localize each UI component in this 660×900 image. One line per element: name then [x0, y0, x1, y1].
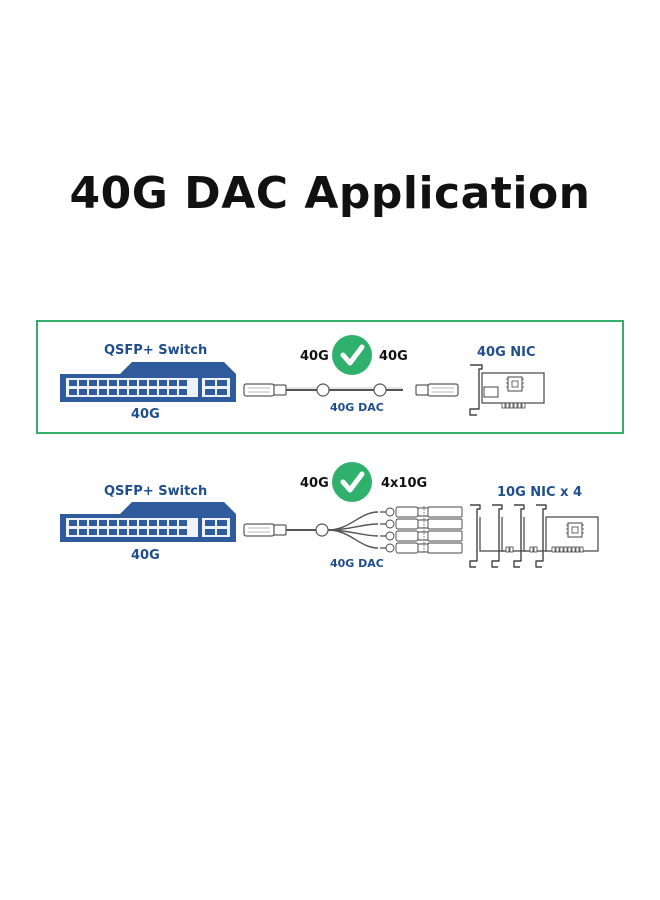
s2-cable-label: 40G DAC [330, 557, 384, 570]
s1-left-speed: 40G [300, 349, 329, 364]
s2-nic-label: 10G NIC x 4 [497, 485, 583, 500]
s1-switch-speed: 40G [131, 407, 160, 422]
s1-right-speed: 40G [379, 349, 408, 364]
s2-left-speed: 40G [300, 476, 329, 491]
page-title: 40G DAC Application [69, 168, 591, 219]
scenario-1-frame [36, 320, 624, 434]
s1-switch-label: QSFP+ Switch [104, 343, 208, 358]
s2-right-speed: 4x10G [381, 476, 428, 491]
s1-nic-label: 40G NIC [477, 345, 536, 360]
s2-switch-label: QSFP+ Switch [104, 484, 208, 499]
s1-cable-label: 40G DAC [330, 401, 384, 414]
s1-check-icon [332, 335, 372, 375]
s2-switch-speed: 40G [131, 548, 160, 563]
s2-check-icon [332, 462, 372, 502]
